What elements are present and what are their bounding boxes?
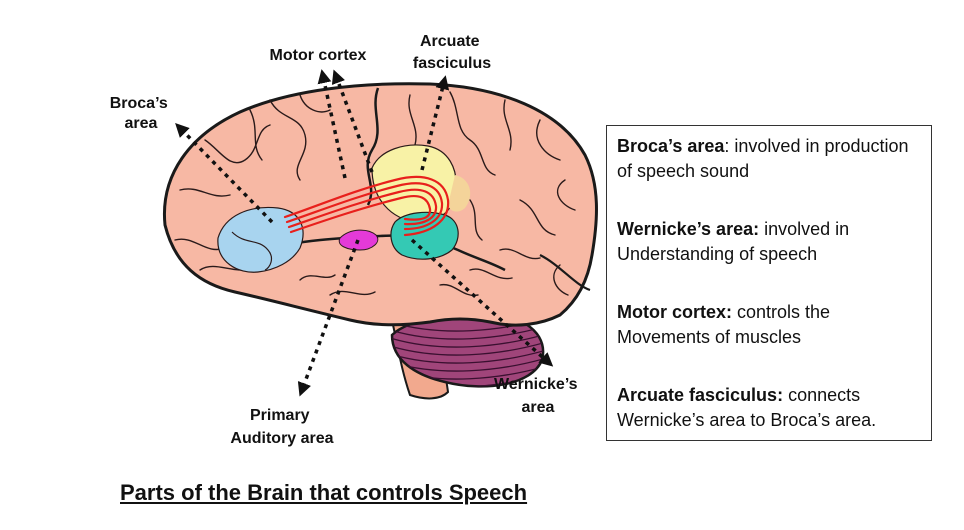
legend-term: Broca’s area [617,136,725,156]
arcuate-fasciculus-label: Arcuate fasciculus [413,33,491,72]
legend-item-arcuate: Arcuate fasciculus: connects Wernicke’s … [617,383,921,433]
primary-auditory-area [338,229,379,251]
legend-item-motor: Motor cortex: controls the Movements of … [617,300,921,350]
wernicke-area [390,211,459,260]
wernicke-pointer [410,238,554,367]
legend-desc: controls the Movements of muscles [617,302,831,347]
arcuate-fasciculus-tract [283,175,450,237]
primary-auditory-label: Primary Auditory area [230,407,333,447]
legend-desc: connects Wernicke’s area to Broca’s area… [617,385,877,430]
legend-desc: : involved in production of speech sound [617,136,909,181]
legend-term: Arcuate fasciculus: [617,385,784,405]
legend-box: Broca’s area: involved in production of … [606,125,932,441]
diagram-caption: Parts of the Brain that controls Speech [120,480,528,505]
motor-cortex-label: Motor cortex [270,47,367,64]
legend-item-broca: Broca’s area: involved in production of … [617,134,921,184]
broca-label: Broca’s area [110,95,173,132]
arcuate-pointer [420,75,450,171]
pointer-arrows [175,69,554,397]
central-sulcus [366,87,380,206]
legend-item-wernicke: Wernicke’s area: involved in Understandi… [617,217,921,267]
broca-area [217,206,304,273]
occipital-sulcus [539,254,591,292]
legend-term: Motor cortex: [617,302,733,322]
legend-term: Wernicke’s area: [617,219,760,239]
legend-desc: involved in Understanding of speech [617,219,850,264]
broca-pointer [175,122,274,224]
wernicke-label: Wernicke’s area [494,376,582,416]
